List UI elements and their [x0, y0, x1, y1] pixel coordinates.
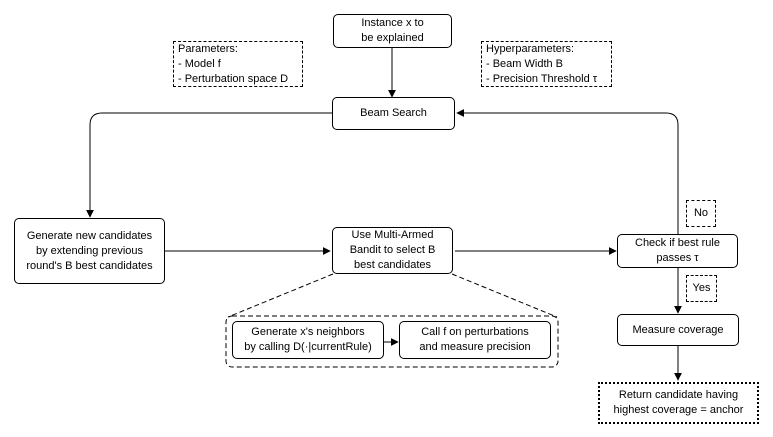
multi-armed-bandit-node: Use Multi-Armed Bandit to select B best …	[332, 227, 453, 274]
hyperparameters-box-item-precision-threshold: - Precision Threshold τ	[486, 72, 598, 85]
parameters-box-item-model: - Model f	[178, 57, 221, 70]
yes-edge-label-text: Yes	[692, 282, 711, 294]
measure-coverage-node: Measure coverage	[617, 314, 739, 346]
call-f-node-line-2: and measure precision	[419, 341, 531, 353]
multi-armed-bandit-node-line-1: Use Multi-Armed	[351, 229, 434, 241]
check-rule-node-line-1: Check if best rule	[635, 237, 720, 249]
instance-node-line-2: be explained	[361, 32, 424, 44]
beam-search-node-label: Beam Search	[360, 107, 427, 119]
parameters-box-heading: Parameters:	[178, 42, 238, 55]
parameters-box: Parameters: - Model f - Perturbation spa…	[173, 41, 303, 87]
generate-candidates-node-line-1: Generate new candidates	[26, 229, 153, 242]
check-rule-node: Check if best rule passes τ	[617, 234, 738, 268]
zoom-callout-container	[225, 315, 559, 368]
call-f-node: Call f on perturbations and measure prec…	[399, 321, 551, 359]
call-f-node-line-1: Call f on perturbations	[421, 326, 529, 338]
instance-node: Instance x to be explained	[333, 14, 452, 48]
hyperparameters-box-heading: Hyperparameters:	[486, 42, 575, 55]
edge-beam-search-to-generate	[86, 112, 332, 218]
edge-check-to-beam-search	[456, 109, 679, 234]
generate-candidates-node-line-2: by extending previous	[35, 244, 143, 257]
multi-armed-bandit-node-line-3: best candidates	[353, 259, 432, 271]
generate-candidates-node: Generate new candidates by extending pre…	[14, 218, 165, 284]
return-candidate-node: Return candidate having highest coverage…	[598, 382, 759, 424]
zoom-callout-right-line	[451, 273, 558, 318]
parameters-box-item-perturbation-space: - Perturbation space D	[178, 72, 289, 85]
check-rule-node-line-2: passes τ	[656, 252, 699, 264]
hyperparameters-box: Hyperparameters: - Beam Width B - Precis…	[481, 41, 612, 87]
return-candidate-node-line-1: Return candidate having	[618, 389, 739, 401]
return-candidate-node-line-2: highest coverage = anchor	[613, 404, 744, 416]
beam-search-node: Beam Search	[332, 97, 455, 130]
hyperparameters-box-item-beam-width: - Beam Width B	[486, 57, 564, 70]
instance-node-line-1: Instance x to	[361, 17, 424, 29]
no-edge-label-text: No	[693, 207, 709, 219]
multi-armed-bandit-node-line-2: Bandit to select B	[349, 244, 436, 256]
zoom-callout-left-line	[227, 273, 334, 318]
generate-neighbors-node-line-1: Generate x's neighbors	[251, 326, 365, 338]
generate-candidates-node-line-3: round's B best candidates	[26, 259, 153, 272]
measure-coverage-node-label: Measure coverage	[632, 323, 724, 336]
generate-neighbors-node-line-2: by calling D(·|currentRule)	[244, 341, 372, 353]
generate-neighbors-node: Generate x's neighbors by calling D(·|cu…	[232, 321, 384, 359]
no-edge-label: No	[686, 200, 716, 227]
yes-edge-label: Yes	[686, 275, 717, 302]
